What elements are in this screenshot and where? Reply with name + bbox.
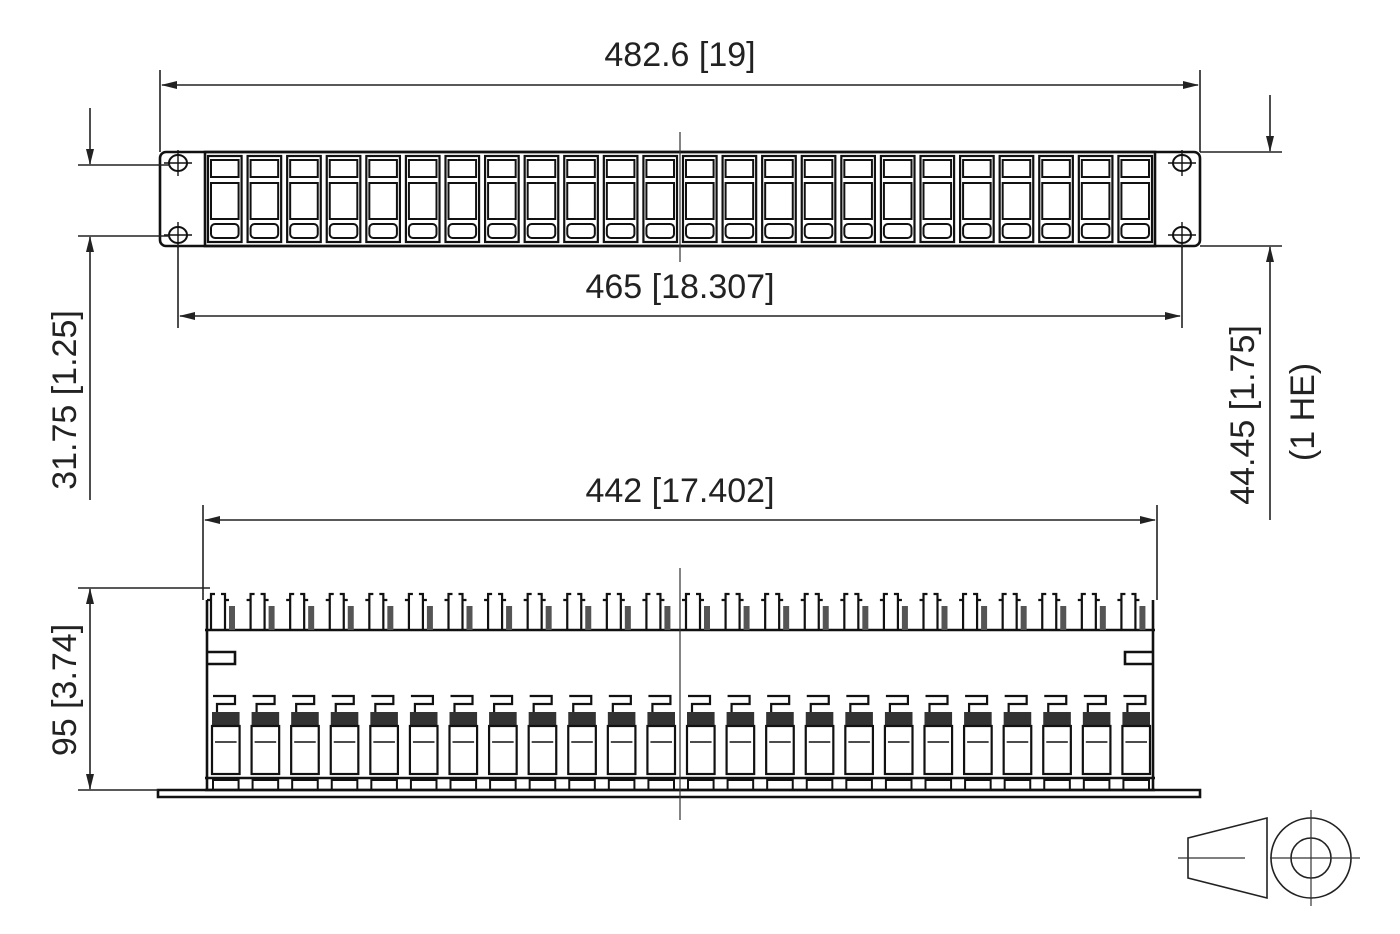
port (721, 154, 758, 244)
panel-height-dimension: 44.45 [1.75] (1 HE) (1200, 95, 1322, 520)
port (325, 154, 362, 244)
port-top (1117, 592, 1152, 791)
body-width-label: 442 [17.402] (585, 472, 774, 510)
port (681, 154, 718, 244)
port-top (365, 592, 400, 791)
port (879, 154, 916, 244)
hole-spacing-label: 31.75 [1.25] (46, 310, 84, 490)
overall-width-dimension: 482.6 [19] (159, 36, 1201, 152)
port-top (207, 592, 241, 791)
top-view (156, 568, 1202, 820)
port (404, 154, 441, 244)
port-top (800, 592, 835, 791)
port (800, 154, 837, 244)
port (761, 154, 797, 244)
port (642, 154, 679, 244)
mounting-hole-icon (164, 150, 192, 176)
port (1077, 154, 1114, 244)
port-top (602, 592, 637, 791)
port-top (444, 592, 479, 791)
hole-spacing-dimension: 31.75 [1.25] (46, 108, 170, 500)
port-top (998, 592, 1033, 791)
port-top (879, 592, 914, 791)
port (286, 154, 322, 244)
depth-label: 95 [3.74] (46, 624, 84, 756)
port (919, 154, 956, 244)
mounting-holes (164, 150, 1196, 248)
mounting-hole-spacing-dimension: 465 [18.307] (177, 245, 1183, 328)
port-top (1077, 592, 1112, 791)
panel-height-label: 44.45 [1.75] (1224, 325, 1262, 505)
port-top (484, 592, 518, 791)
port-top (523, 592, 558, 791)
port (602, 154, 639, 244)
front-port-array (206, 154, 1154, 244)
port-top (1038, 592, 1072, 791)
port-top (682, 592, 716, 791)
port (563, 154, 599, 244)
mounting-hole-icon (1168, 222, 1196, 248)
port (1038, 154, 1074, 244)
mounting-hole-icon (164, 222, 192, 248)
front-panel-view (158, 132, 1202, 262)
port-top (959, 592, 993, 791)
depth-dimension: 95 [3.74] (46, 587, 210, 791)
projection-symbol-icon (1178, 810, 1360, 906)
port-top (246, 592, 281, 791)
port-top (642, 592, 677, 791)
overall-width-label: 482.6 [19] (604, 36, 755, 74)
port (365, 154, 402, 244)
body-width-dimension: 442 [17.402] (202, 472, 1158, 600)
port (523, 154, 560, 244)
port (444, 154, 481, 244)
port (840, 154, 877, 244)
port-top (919, 592, 954, 791)
port-top (404, 592, 439, 791)
port-top (286, 592, 320, 791)
port (206, 154, 243, 244)
rack-units-label: (1 HE) (1284, 363, 1322, 461)
top-port-array (207, 592, 1152, 791)
port-top (563, 592, 597, 791)
port (1117, 154, 1154, 244)
port-top (325, 592, 360, 791)
port-top (721, 592, 756, 791)
port (483, 154, 520, 244)
port (958, 154, 995, 244)
mounting-hole-spacing-label: 465 [18.307] (585, 268, 774, 306)
port-top (840, 592, 875, 791)
port (246, 154, 283, 244)
mounting-hole-icon (1168, 150, 1196, 176)
port-top (761, 592, 795, 791)
port (998, 154, 1035, 244)
